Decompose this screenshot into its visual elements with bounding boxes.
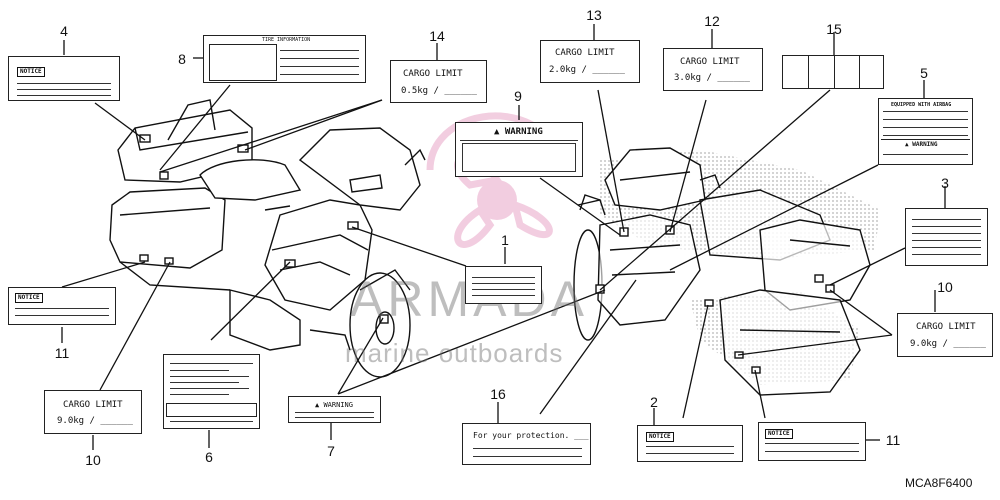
diagram-code: MCA8F6400	[905, 476, 973, 490]
label-15	[782, 55, 884, 89]
callout-12: 12	[704, 13, 720, 29]
cargo-limit-value: 3.0kg / ______	[674, 73, 750, 83]
label-3	[905, 208, 988, 266]
callout-4: 4	[60, 23, 68, 39]
label-warning-7: ▲ WARNING	[288, 396, 381, 423]
leader-lines	[61, 24, 946, 450]
warning-text: WARNING	[504, 127, 543, 137]
cargo-limit-value: 2.0kg / ______	[549, 65, 625, 75]
warning-text: WARNING	[323, 401, 353, 409]
callout-5: 5	[920, 65, 928, 81]
notice-tag: NOTICE	[17, 67, 45, 77]
label-airbag-5: EQUIPPED WITH AIRBAG ▲ WARNING	[878, 98, 973, 165]
cargo-limit-title: CARGO LIMIT	[555, 48, 615, 58]
label-notice-11-right: NOTICE	[758, 422, 866, 461]
label-cargo-limit-13: CARGO LIMIT 2.0kg / ______	[540, 40, 640, 83]
callout-14: 14	[429, 28, 445, 44]
callout-6: 6	[205, 449, 213, 465]
callout-3: 3	[941, 175, 949, 191]
callout-15: 15	[826, 21, 842, 37]
cargo-limit-title: CARGO LIMIT	[63, 400, 123, 410]
warning-title: ▲ WARNING	[494, 127, 543, 137]
airbag-title: EQUIPPED WITH AIRBAG	[891, 102, 952, 108]
label-cargo-limit-12: CARGO LIMIT 3.0kg / ______	[663, 48, 763, 91]
cargo-limit-value: 9.0kg / ______	[57, 416, 133, 426]
callout-10-left: 10	[85, 452, 101, 468]
callout-10-right: 10	[937, 279, 953, 295]
callout-8: 8	[178, 51, 186, 67]
label-tire-information-8: TIRE INFORMATION	[203, 35, 366, 83]
warning-title: ▲ WARNING	[315, 401, 353, 409]
notice-tag: NOTICE	[646, 432, 674, 442]
label-notice-11-left: NOTICE	[8, 287, 116, 325]
watermark-tagline: marine outboards	[345, 338, 564, 368]
airbag-warning: ▲ WARNING	[905, 141, 938, 148]
label-protection-16: For your protection. ___	[462, 423, 591, 465]
callout-2: 2	[650, 394, 658, 410]
label-notice-4: NOTICE	[8, 56, 120, 101]
notice-tag: NOTICE	[15, 293, 43, 303]
label-cargo-limit-10-left: CARGO LIMIT 9.0kg / ______	[44, 390, 142, 434]
warning-text: WARNING	[912, 141, 938, 148]
label-notice-2: NOTICE	[637, 425, 743, 462]
cargo-limit-value: 9.0kg / ______	[910, 339, 986, 349]
label-cargo-limit-10-right: CARGO LIMIT 9.0kg / ______	[897, 313, 993, 357]
callout-13: 13	[586, 7, 602, 23]
label-1	[465, 266, 542, 304]
notice-tag: NOTICE	[765, 429, 793, 439]
cargo-limit-title: CARGO LIMIT	[916, 322, 976, 332]
label-cargo-limit-14: CARGO LIMIT 0.5kg / ______	[390, 60, 487, 103]
label-warning-9: ▲ WARNING	[455, 122, 583, 177]
callout-1: 1	[501, 232, 509, 248]
callout-9: 9	[514, 88, 522, 104]
protection-text: For your protection. ___	[473, 431, 589, 440]
label-6	[163, 354, 260, 429]
callout-7: 7	[327, 443, 335, 459]
cargo-limit-title: CARGO LIMIT	[680, 57, 740, 67]
cargo-limit-title: CARGO LIMIT	[403, 69, 463, 79]
callout-11-right: 11	[885, 432, 901, 448]
motorcycle-right	[573, 147, 880, 396]
callout-16: 16	[490, 386, 506, 402]
cargo-limit-value: 0.5kg / ______	[401, 86, 477, 96]
motorcycle-left	[109, 99, 426, 378]
tire-information-title: TIRE INFORMATION	[262, 37, 311, 43]
callout-11-left: 11	[54, 345, 70, 361]
